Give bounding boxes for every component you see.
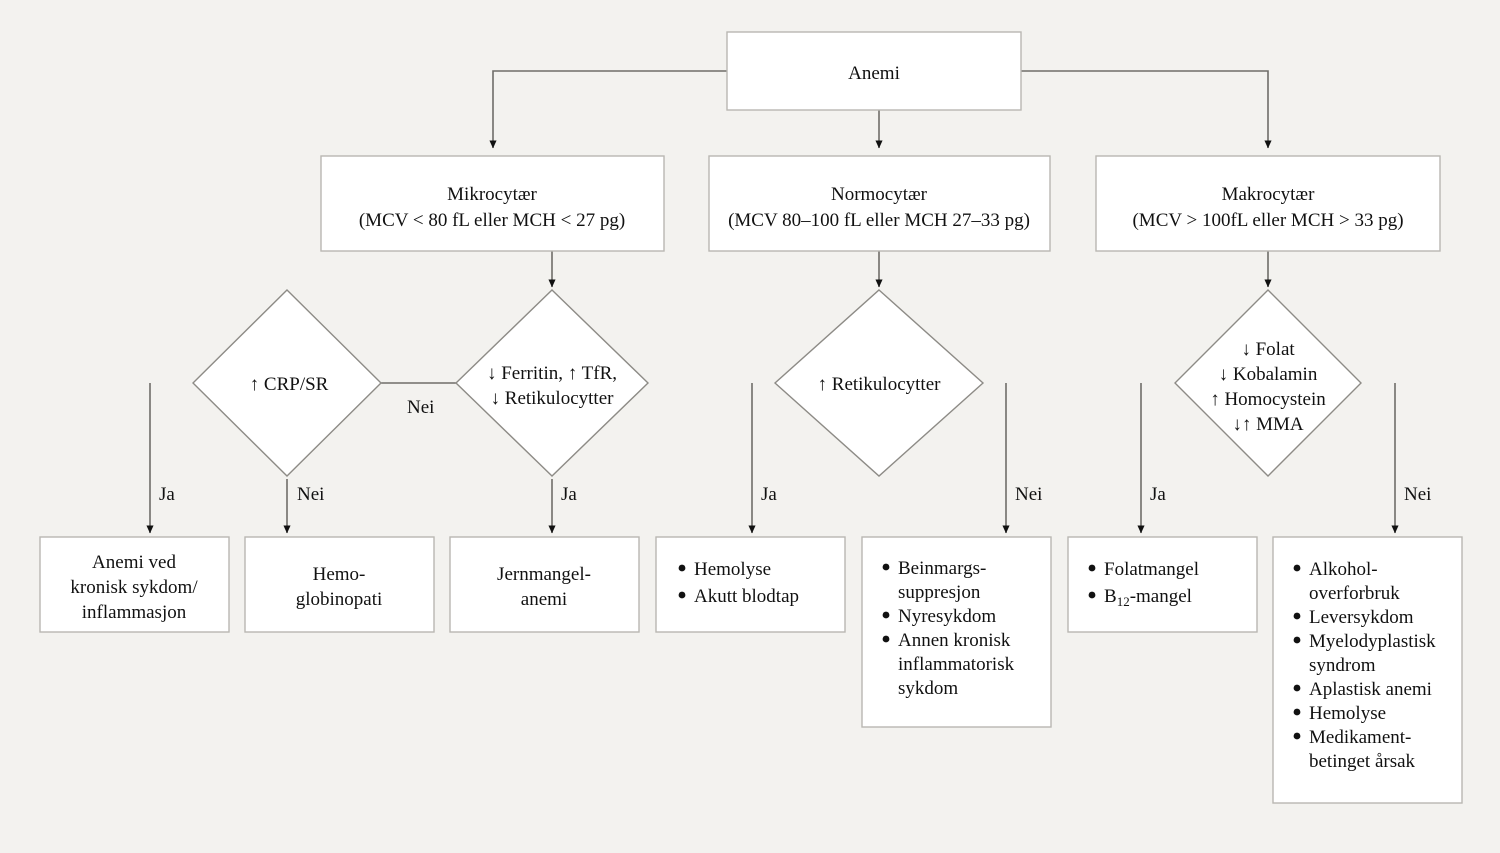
- node-mikrocytaer-line1: Mikrocytær: [447, 184, 537, 205]
- node-crp-sr[interactable]: ↑ CRP/SR: [192, 289, 382, 477]
- node-anemi-label: Anemi: [848, 63, 900, 84]
- node-ferritin[interactable]: ↓ Ferritin, ↑ TfR, ↓ Retikulocytter: [454, 289, 650, 477]
- node-folatb12-item1: Folatmangel: [1104, 559, 1199, 580]
- node-folatb12-item2: B12-mangel: [1104, 586, 1192, 609]
- node-makroaarsak-item6-line2: betinget årsak: [1309, 751, 1416, 772]
- b12-tail: -mangel: [1130, 586, 1192, 607]
- node-normocytaer-line2: (MCV 80–100 fL eller MCH 27–33 pg): [728, 210, 1030, 231]
- node-makroaarsak-item5: Hemolyse: [1309, 703, 1386, 724]
- edge-anemi-to-makrocytaer: [1021, 70, 1272, 149]
- edge-label-crp-ja: Ja: [159, 484, 175, 505]
- node-makroaarsak-item3-line1: Myelodyplastisk: [1309, 631, 1436, 652]
- node-makrocytaer-line2: (MCV > 100fL eller MCH > 33 pg): [1132, 210, 1403, 231]
- node-hemolyse-item1: Hemolyse: [694, 559, 771, 580]
- node-folat-panel-line1: ↓ Folat: [1241, 339, 1295, 360]
- node-beinmarg-item2: Nyresykdom: [898, 606, 996, 627]
- bullet-icon: [882, 635, 890, 643]
- node-makroaarsak-item2: Leversykdom: [1309, 607, 1414, 628]
- b12-subscript: 12: [1117, 594, 1130, 609]
- node-hemoglobinopati-line1: Hemo-: [313, 564, 366, 585]
- node-normocytaer-line1: Normocytær: [831, 184, 928, 205]
- bullet-icon: [1293, 612, 1301, 620]
- bullet-icon: [1088, 564, 1096, 572]
- bullet-icon: [1293, 732, 1301, 740]
- bullet-icon: [882, 611, 890, 619]
- edge-label-ferritin-nei: Nei: [407, 397, 434, 418]
- node-makroaarsak-item6-line1: Medikament-: [1309, 727, 1411, 748]
- bullet-icon: [882, 563, 890, 571]
- node-anemi-kronisk-line1: Anemi ved: [92, 552, 176, 573]
- b12-base: B: [1104, 586, 1117, 607]
- node-hemoglobinopati-line2: globinopati: [296, 589, 383, 610]
- node-normocytaer[interactable]: Normocytær (MCV 80–100 fL eller MCH 27–3…: [708, 155, 1051, 252]
- node-beinmarg-item1-line1: Beinmargs-: [898, 558, 986, 579]
- bullet-icon: [1293, 708, 1301, 716]
- node-beinmarg-item1-line2: suppresjon: [898, 582, 981, 603]
- node-retikulocytter[interactable]: ↑ Retikulocytter: [773, 289, 985, 477]
- node-folat-panel-line2: ↓ Kobalamin: [1219, 364, 1318, 385]
- edge-label-crp-nei: Nei: [297, 484, 324, 505]
- edge-anemi-to-mikrocytaer: [489, 70, 727, 149]
- bullet-icon: [678, 591, 686, 599]
- node-jernmangelanemi-line2: anemi: [521, 589, 567, 610]
- node-crp-sr-label: ↑ CRP/SR: [250, 374, 329, 395]
- node-jernmangelanemi[interactable]: Jernmangel- anemi: [449, 536, 640, 633]
- node-folat-panel-line4: ↓↑ MMA: [1232, 414, 1304, 435]
- node-hemolyse-item2: Akutt blodtap: [694, 586, 799, 607]
- edge-label-retik-nei: Nei: [1015, 484, 1042, 505]
- node-beinmarg-item3-line3: sykdom: [898, 678, 958, 699]
- edge-label-ferritin-ja: Ja: [561, 484, 577, 505]
- bullet-icon: [678, 564, 686, 572]
- node-mikrocytaer-line2: (MCV < 80 fL eller MCH < 27 pg): [359, 210, 625, 231]
- node-folat-panel[interactable]: ↓ Folat ↓ Kobalamin ↑ Homocystein ↓↑ MMA: [1174, 289, 1362, 477]
- node-folat-panel-line3: ↑ Homocystein: [1210, 389, 1326, 410]
- edge-label-folat-nei: Nei: [1404, 484, 1431, 505]
- node-anemi-kronisk-line3: inflammasjon: [82, 602, 187, 623]
- node-makroaarsak-item1-line1: Alkohol-: [1309, 559, 1378, 580]
- node-anemi[interactable]: Anemi: [726, 31, 1022, 111]
- node-hemolyse-blodtap[interactable]: Hemolyse Akutt blodtap: [655, 536, 846, 633]
- node-jernmangelanemi-line1: Jernmangel-: [497, 564, 591, 585]
- node-retikulocytter-label: ↑ Retikulocytter: [818, 374, 942, 395]
- node-anemi-kronisk-line2: kronisk sykdom/: [70, 577, 198, 598]
- edge-label-retik-ja: Ja: [761, 484, 777, 505]
- bullet-icon: [1293, 564, 1301, 572]
- bullet-icon: [1293, 684, 1301, 692]
- bullet-icon: [1293, 636, 1301, 644]
- node-ferritin-line2: ↓ Retikulocytter: [491, 388, 615, 409]
- node-makroaarsak-item1-line2: overforbruk: [1309, 583, 1400, 604]
- node-hemoglobinopati[interactable]: Hemo- globinopati: [244, 536, 435, 633]
- node-ferritin-line1: ↓ Ferritin, ↑ TfR,: [487, 363, 617, 384]
- node-anemi-kronisk-sykdom[interactable]: Anemi ved kronisk sykdom/ inflammasjon: [39, 536, 230, 633]
- bullet-icon: [1088, 591, 1096, 599]
- node-folat-b12-mangel[interactable]: Folatmangel B12-mangel: [1067, 536, 1258, 633]
- node-beinmarg-item3-line1: Annen kronisk: [898, 630, 1011, 651]
- edge-label-folat-ja: Ja: [1150, 484, 1166, 505]
- node-makroaarsak-item4: Aplastisk anemi: [1309, 679, 1432, 700]
- node-mikrocytaer[interactable]: Mikrocytær (MCV < 80 fL eller MCH < 27 p…: [320, 155, 665, 252]
- node-beinmarg-item3-line2: inflammatorisk: [898, 654, 1015, 675]
- node-makrocytaer[interactable]: Makrocytær (MCV > 100fL eller MCH > 33 p…: [1095, 155, 1441, 252]
- node-makrocytaer-line1: Makrocytær: [1222, 184, 1316, 205]
- node-beinmarg-nyre-kronisk[interactable]: Beinmargs- suppresjon Nyresykdom Annen k…: [861, 536, 1052, 728]
- node-makrocytaere-aarsaker[interactable]: Alkohol- overforbruk Leversykdom Myelody…: [1272, 536, 1463, 804]
- node-makroaarsak-item3-line2: syndrom: [1309, 655, 1376, 676]
